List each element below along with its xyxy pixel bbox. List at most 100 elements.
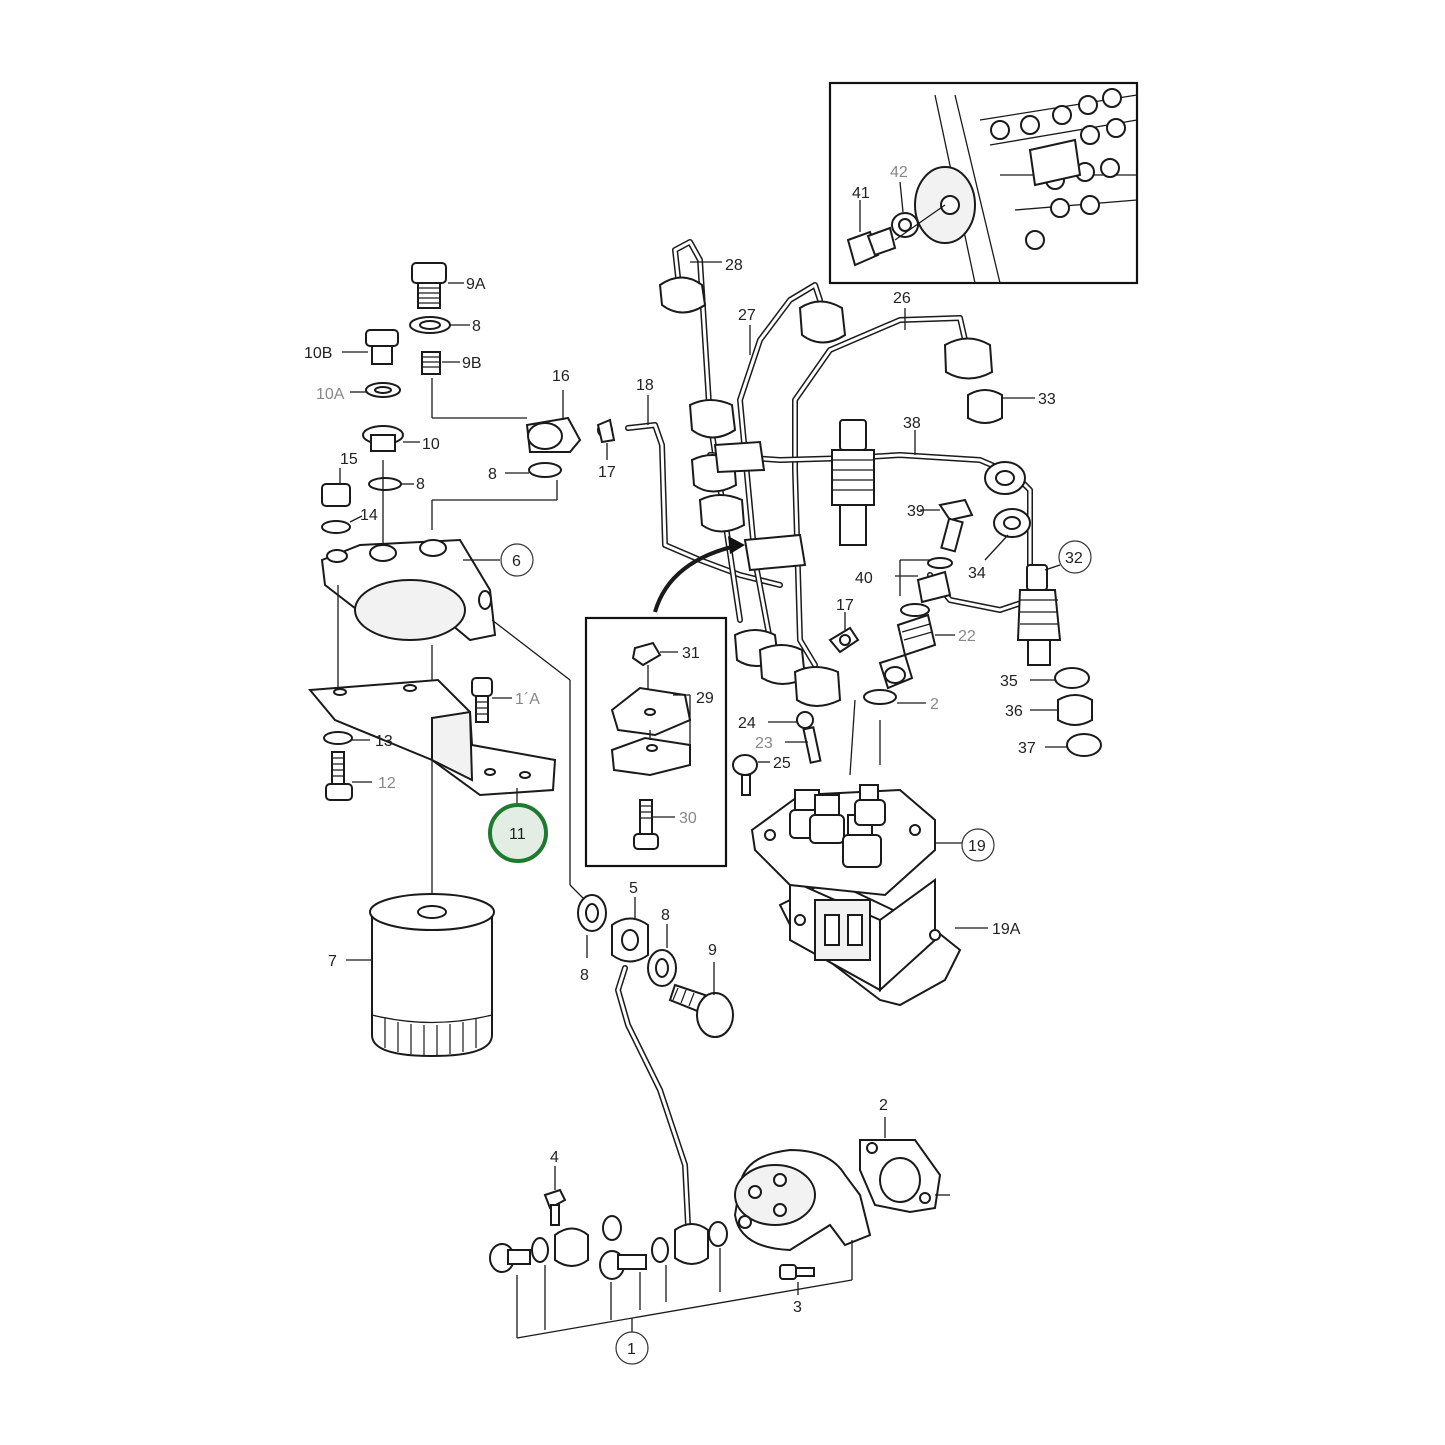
feed-pump-1 bbox=[733, 1148, 872, 1252]
label-30: 30 bbox=[679, 810, 697, 827]
label-8-e: 8 bbox=[661, 907, 670, 924]
stud-23 bbox=[802, 726, 822, 764]
bolt-row bbox=[489, 1215, 728, 1280]
label-14: 14 bbox=[360, 507, 378, 524]
label-6: 6 bbox=[512, 553, 521, 570]
label-19: 19 bbox=[968, 838, 986, 855]
label-11a: 1´A bbox=[515, 691, 540, 708]
spring-9b bbox=[421, 351, 460, 375]
washer-35 bbox=[1054, 667, 1090, 689]
sleeve-33 bbox=[967, 389, 1003, 424]
label-24: 24 bbox=[738, 715, 756, 732]
label-29: 29 bbox=[696, 690, 714, 707]
label-22: 22 bbox=[958, 628, 976, 645]
label-33: 33 bbox=[1038, 391, 1056, 408]
nut-15 bbox=[321, 483, 351, 507]
label-39: 39 bbox=[907, 503, 925, 520]
callout-6 bbox=[500, 543, 534, 577]
gasket-2 bbox=[859, 1117, 942, 1214]
label-27: 27 bbox=[738, 307, 756, 324]
adapter-10 bbox=[362, 425, 420, 452]
label-1: 1 bbox=[627, 1341, 636, 1358]
label-8-b: 8 bbox=[416, 476, 425, 493]
label-2-small: 2 bbox=[930, 696, 939, 713]
banjo-5 bbox=[611, 897, 649, 963]
pipe-sleeves bbox=[688, 399, 842, 707]
fuel-filter-7 bbox=[346, 893, 495, 1058]
label-23: 23 bbox=[755, 735, 773, 752]
label-8-top: 8 bbox=[472, 318, 481, 335]
plug-10b bbox=[342, 329, 399, 365]
hose-18 bbox=[625, 395, 783, 588]
washer-2-small bbox=[863, 689, 897, 705]
bolt-9 bbox=[668, 962, 734, 1038]
label-9a: 9A bbox=[466, 276, 486, 293]
label-16: 16 bbox=[552, 368, 570, 385]
label-10a: 10A bbox=[316, 386, 345, 403]
bolt-3 bbox=[779, 1264, 815, 1295]
washer-14 bbox=[321, 520, 351, 534]
callout-32 bbox=[1058, 540, 1092, 574]
label-38: 38 bbox=[903, 415, 921, 432]
label-7: 7 bbox=[328, 953, 337, 970]
nut-24 bbox=[796, 711, 814, 729]
screw-4 bbox=[543, 1166, 567, 1226]
label-12: 12 bbox=[378, 775, 396, 792]
valve-22 bbox=[896, 613, 955, 657]
bolt-12 bbox=[325, 751, 372, 801]
label-3: 3 bbox=[793, 1299, 802, 1316]
label-5: 5 bbox=[629, 880, 638, 897]
callout-19 bbox=[961, 828, 995, 862]
filter-bracket-6 bbox=[320, 538, 500, 642]
label-37: 37 bbox=[1018, 740, 1036, 757]
label-10: 10 bbox=[422, 436, 440, 453]
clip-17b bbox=[828, 612, 860, 654]
label-8-d: 8 bbox=[580, 967, 589, 984]
sleeve-36 bbox=[1057, 694, 1093, 726]
bolt-11a bbox=[471, 677, 512, 723]
callout-1 bbox=[615, 1331, 649, 1365]
washer-13 bbox=[323, 731, 353, 745]
label-13: 13 bbox=[375, 733, 393, 750]
label-41: 41 bbox=[852, 185, 870, 202]
label-11: 11 bbox=[509, 826, 526, 843]
label-9: 9 bbox=[708, 942, 717, 959]
label-26: 26 bbox=[893, 290, 911, 307]
plug-9a bbox=[411, 262, 464, 309]
label-18: 18 bbox=[636, 377, 654, 394]
label-35: 35 bbox=[1000, 673, 1018, 690]
group-bracket-1 bbox=[516, 1240, 853, 1339]
label-36: 36 bbox=[1005, 703, 1023, 720]
inset-plug-detail bbox=[828, 81, 1139, 285]
label-4: 4 bbox=[550, 1149, 559, 1166]
ring-37 bbox=[1066, 733, 1102, 757]
label-31: 31 bbox=[682, 645, 700, 662]
label-17-b: 17 bbox=[836, 597, 854, 614]
injection-pump-19 bbox=[750, 784, 962, 1007]
banjo-16 bbox=[525, 390, 582, 453]
label-42: 42 bbox=[890, 164, 908, 181]
mounting-bracket-11 bbox=[307, 678, 557, 797]
callout-11-highlighted[interactable] bbox=[488, 803, 548, 863]
inset-pipe-clamp bbox=[584, 616, 728, 868]
banjo-small bbox=[878, 653, 914, 690]
label-10b: 10B bbox=[304, 345, 332, 362]
label-8-c: 8 bbox=[488, 466, 497, 483]
label-32: 32 bbox=[1065, 550, 1083, 567]
bolt-25 bbox=[732, 754, 770, 796]
label-19a: 19A bbox=[992, 921, 1021, 938]
injector-32 bbox=[1016, 564, 1062, 666]
label-25: 25 bbox=[773, 755, 791, 772]
label-28: 28 bbox=[725, 257, 743, 274]
label-15: 15 bbox=[340, 451, 358, 468]
label-2: 2 bbox=[879, 1097, 888, 1114]
clip-17 bbox=[596, 418, 616, 460]
label-40: 40 bbox=[855, 570, 873, 587]
feed-pipe bbox=[615, 965, 691, 1228]
label-17: 17 bbox=[598, 464, 616, 481]
label-9b: 9B bbox=[462, 355, 482, 372]
injector-left bbox=[831, 419, 875, 546]
label-34: 34 bbox=[968, 565, 986, 582]
bolt-39 bbox=[920, 498, 974, 553]
